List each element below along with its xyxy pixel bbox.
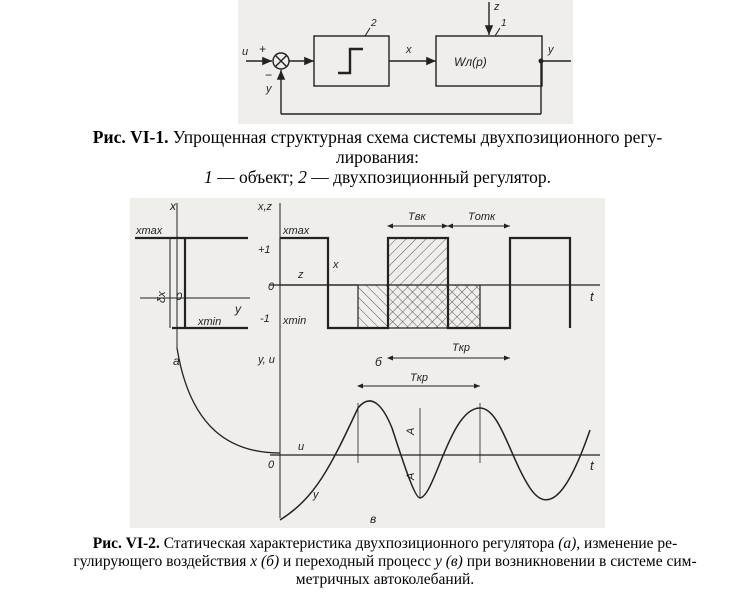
b-x-curve-label: x [332,259,339,271]
figure2-caption: Рис. VI-2. Статическая характеристика дв… [40,535,730,589]
caption2-s1: Статическая характеристика двухпозиционн… [159,535,559,552]
caption2-prefix: Рис. VI-2. [92,535,160,552]
a-panel-letter: а [173,354,180,368]
y-process-curve [279,400,591,521]
v-u-label: u [298,441,304,453]
relay-characteristic [338,47,363,75]
a-xmax-label: xmax [135,225,163,237]
input-u-label: u [242,46,248,58]
b-minus1-label: -1 [260,313,270,325]
static-curve [176,347,281,454]
b-plus1-label: +1 [258,244,271,256]
caption1-t1: — объект; [212,167,299,187]
caption2-xb: x (б) [250,553,280,570]
v-zero-label: 0 [268,459,275,471]
plus-sign: + [259,42,266,56]
v-amp2-label: A [405,473,417,481]
oscillation-diagram: x y xmax xmin δx 0 а x,z xmax xmin +1 0 … [130,198,605,528]
object-number: 1 [501,18,507,29]
caption1-line1: Упрощенная структурная схема системы дву… [168,127,663,147]
x-signal-curve [280,236,572,330]
b-xmax-label: xmax [282,225,310,237]
regulator-block [313,35,390,87]
v-tkr-label: Tкр [410,372,428,384]
b-t-axis-label: t [590,289,595,304]
b-toff-label: Tотк [468,211,496,223]
z-signal-curve [279,238,481,329]
b-zero-label: 0 [268,281,275,293]
feedback-y-label: y [265,83,273,95]
caption2-s3: гулирующего воздействия [73,553,251,570]
v-y-label: y [312,489,320,501]
caption2-s6: метричных автоколебаний. [295,571,475,588]
caption1-t2: — двухпозиционный регулятор. [306,167,552,187]
b-xmin-label: xmin [282,315,306,327]
b-axis-label: x,z [257,201,273,213]
signal-x-label: x [405,44,412,56]
b-panel-letter: б [375,355,383,369]
object-block [435,35,543,87]
caption1-n2: 2 [298,167,307,187]
disturbance-z-label: z [493,1,500,13]
caption1-prefix: Рис. VI-1. [92,127,169,147]
b-tkr-label: Tкр [452,342,470,354]
output-y-label: y [547,44,555,56]
v-t-axis-label: t [590,458,595,473]
a-x-axis-label: x [169,199,177,213]
caption2-a: (а), [558,535,581,552]
caption2-s2: изменение ре- [580,535,678,552]
caption1-n1: 1 [203,167,213,187]
caption1-line2: лирования: [335,147,420,167]
a-xmin-label: xmin [197,316,221,328]
regulator-number: 2 [370,18,377,29]
v-panel-letter: в [370,512,376,526]
b-ton-label: Tвк [408,211,426,223]
structure-diagram: u + − y x y z Wл(p) 1 2 [238,0,573,124]
caption2-s4: и переходный процесс [279,553,435,570]
a-zero-label: 0 [176,291,183,303]
b-z-curve-label: z [297,269,304,281]
on-interval-hatch [388,238,448,285]
caption2-s5: при возникновении в системе сим- [462,553,697,570]
minus-sign: − [265,68,272,82]
figure1-caption: Рис. VI-1. Упрощенная структурная схема … [20,127,735,187]
a-delta-label: δx [156,291,168,303]
v-axis-label: y, u [257,354,275,366]
v-amp1-label: A [405,428,417,436]
object-transfer-function: Wл(p) [454,55,487,69]
a-y-axis-label: y [234,302,242,316]
caption2-yv: y (в) [435,553,463,570]
